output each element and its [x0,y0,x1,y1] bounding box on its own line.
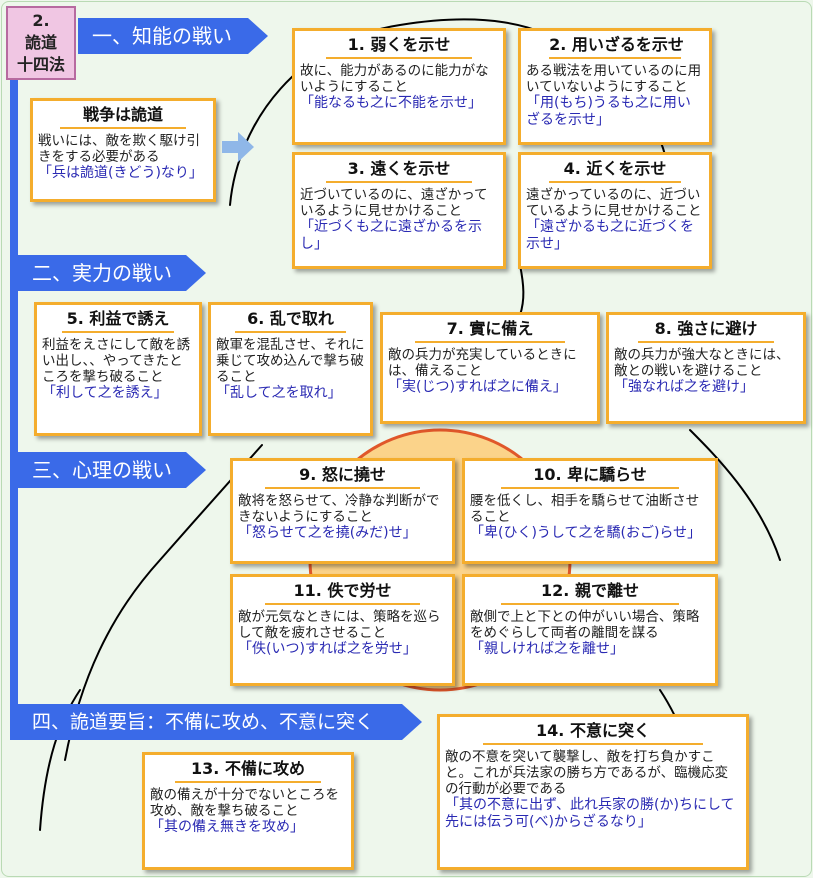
item-desc-14: 敵の不意を突いて襲撃し、敵を打ち負かすこと。これが兵法家の勝ち方であるが、臨機応… [445,749,729,797]
section-label-4: 四、詭道要旨：不備に攻め、不意に突く [32,711,375,733]
section-label-3: 三、心理の戦い [32,458,172,482]
badge-title: 詭道 [24,33,57,52]
item-title-11: 11. 佚で労せ [265,581,420,605]
jaw-line [519,264,525,316]
item-quote-14: 「其の不意に出ず、此れ兵家の勝(か)ちにして先には伝う可(べ)からざるなり」 [445,797,735,830]
item-title-2: 2. 用いざるを示せ [549,35,684,59]
item-box-12: 12. 親で離せ 敵側で上と下との仲がいい場合、策略をめぐらして両者の離間を謀る… [462,574,718,686]
section-bar-4: 四、詭道要旨：不備に攻め、不意に突く [18,704,422,740]
item-desc-8: 敵の兵力が強大なときには、敵との戦いを避けること [614,347,790,379]
item-title-10: 10. 卑に驕らせ [501,465,679,489]
item-box-4: 4. 近くを示せ 遠ざかっているのに、近づいているように見せかけること 「遠ざか… [518,152,712,269]
item-desc-3: 近づいているのに、遠ざかっているように見せかけること [300,187,488,219]
neck-right [689,429,781,561]
item-box-6: 6. 乱で取れ 敵軍を混乱させ、それに乗じて攻め込んで撃ち破ること 「乱して之を… [208,302,373,436]
intro-box: 戦争は詭道 戦いには、敵を欺く駆け引きをする必要がある 「兵は詭道(きどう)なり… [30,98,216,202]
item-box-7: 7. 實に備え 敵の兵力が充実しているときには、備えること 「実(じつ)すれば之… [380,312,600,424]
item-desc-1: 故に、能力があるのに能力がないようにすること [300,63,489,95]
item-box-2: 2. 用いざるを示せ ある戦法を用いているのに用いていないようにすること 「用(… [518,28,712,145]
item-desc-10: 腰を低くし、相手を驕らせて油断させること [470,493,700,525]
item-title-5: 5. 利益で誘え [61,309,175,333]
item-desc-12: 敵側で上と下との仲がいい場合、策略をめぐらして両者の離間を謀る [470,609,700,641]
item-box-8: 8. 強さに避け 敵の兵力が強大なときには、敵との戦いを避けること 「強なれば之… [606,312,806,424]
item-title-1: 1. 弱くを示せ [325,35,473,59]
shoulder-left [39,689,81,831]
item-box-3: 3. 遠くを示せ 近づいているのに、遠ざかっているように見せかけること 「近づく… [292,152,506,269]
item-box-1: 1. 弱くを示せ 故に、能力があるのに能力がないようにすること 「能なるも之に不… [292,28,506,145]
item-quote-9: 「怒らせて之を撓(みだ)せ」 [238,525,417,541]
item-box-11: 11. 佚で労せ 敵が元気なときには、策略を巡らして敵を疲れさせること 「佚(い… [230,574,455,686]
section-label-1: 一、知能の戦い [92,24,232,48]
item-quote-11: 「佚(いつ)すれば之を労せ」 [238,641,417,657]
item-desc-7: 敵の兵力が充実しているときには、備えること [388,347,577,379]
item-box-13: 13. 不備に攻め 敵の備えが十分でないところを攻め、敵を撃ち破ること 「其の備… [142,752,354,870]
item-box-5: 5. 利益で誘え 利益をえさにして敵を誘い出し、、やってきたところを撃ち破ること… [34,302,202,436]
section-bar-2: 二、実力の戦い [18,255,206,291]
item-box-10: 10. 卑に驕らせ 腰を低くし、相手を驕らせて油断させること 「卑(ひく)うして… [462,458,718,564]
item-quote-10: 「卑(ひく)うして之を驕(おご)らせ」 [470,525,702,541]
item-quote-13: 「其の備え無きを攻め」 [150,819,304,835]
item-desc-6: 敵軍を混乱させ、それに乗じて攻め込んで撃ち破ること [216,337,365,385]
item-desc-2: ある戦法を用いているのに用いていないようにすること [526,63,702,95]
item-title-9: 9. 怒に撓せ [265,465,420,489]
intro-title: 戦争は詭道 [60,105,186,129]
intro-quote: 「兵は詭道(きどう)なり」 [38,165,203,181]
badge-number: 2. [32,11,50,30]
section-badge: 2. 詭道 十四法 [6,6,76,80]
item-title-4: 4. 近くを示せ [549,159,681,183]
item-title-6: 6. 乱で取れ [235,309,346,333]
section-bar-3: 三、心理の戦い [18,452,206,488]
item-desc-5: 利益をえさにして敵を誘い出し、、やってきたところを撃ち破ること [42,337,191,385]
item-desc-4: 遠ざかっているのに、近づいているように見せかけること [526,187,702,219]
item-box-9: 9. 怒に撓せ 敵将を怒らせて、冷静な判断ができないようにすること 「怒らせて之… [230,458,455,564]
item-desc-9: 敵将を怒らせて、冷静な判断ができないようにすること [238,493,440,525]
intro-desc: 戦いには、敵を欺く駆け引きをする必要がある [38,133,200,165]
badge-subtitle: 十四法 [16,55,65,74]
item-title-7: 7. 實に備え [414,319,566,343]
section-bar-1: 一、知能の戦い [78,18,268,54]
item-box-14: 14. 不意に突く 敵の不意を突いて襲撃し、敵を打ち負かすこと。これが兵法家の勝… [437,714,749,870]
item-quote-5: 「利して之を誘え」 [42,385,168,401]
item-quote-12: 「親しければ之を離せ」 [470,641,624,657]
section-label-2: 二、実力の戦い [32,261,172,285]
item-quote-1: 「能なるも之に不能を示せ」 [300,95,482,111]
timeline-bar [10,80,18,740]
item-title-8: 8. 強さに避け [637,319,775,343]
item-desc-11: 敵が元気なときには、策略を巡らして敵を疲れさせること [238,609,441,641]
item-title-13: 13. 不備に攻め [175,759,321,783]
item-quote-6: 「乱して之を取れ」 [216,385,342,401]
item-quote-2: 「用(もち)うるも之に用いざるを示せ」 [526,95,691,128]
item-desc-13: 敵の備えが十分でないところを攻め、敵を撃ち破ること [150,787,339,819]
item-title-12: 12. 親で離せ [501,581,679,605]
item-title-3: 3. 遠くを示せ [325,159,473,183]
right-arrow-icon [222,132,254,162]
item-quote-8: 「強なれば之を避け」 [614,379,754,395]
item-title-14: 14. 不意に突く [483,721,703,745]
item-quote-4: 「遠ざかるも之に近づくを示せ」 [526,219,694,252]
item-quote-7: 「実(じつ)すれば之に備え」 [388,379,567,395]
item-quote-3: 「近づくも之に遠ざかるを示し」 [300,219,482,252]
